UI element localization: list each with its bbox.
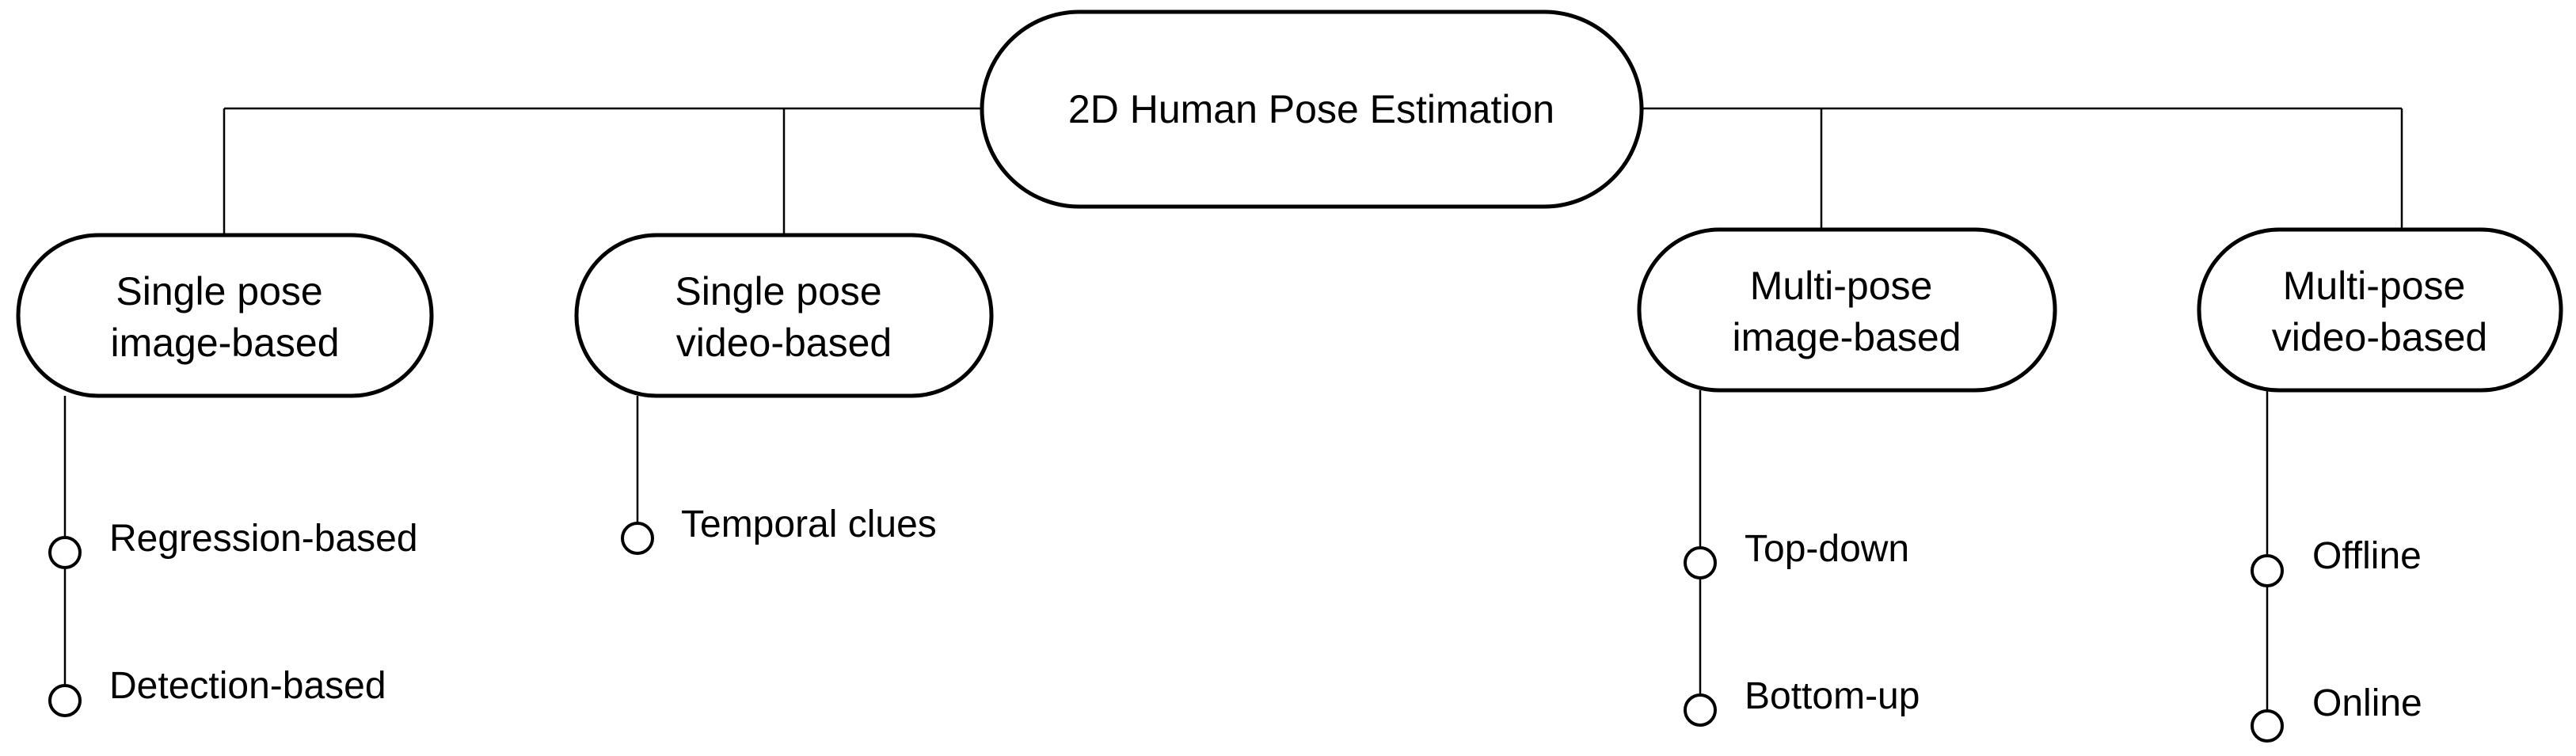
category-single-video-label: Single pose video-based: [675, 269, 892, 365]
leaf-bullet: [1684, 693, 1717, 727]
category-multi-video: Multi-pose video-based Offline Online: [2197, 227, 2563, 743]
category-single-image: Single pose image-based Regression-based…: [16, 233, 434, 717]
root-connectors: [223, 107, 2403, 235]
root-node: 2D Human Pose Estimation: [980, 9, 1644, 209]
category-single-video: Single pose video-based Temporal clues: [574, 233, 994, 555]
category-single-video-line-2: video-based: [676, 321, 892, 365]
leaf-bullet: [48, 536, 82, 569]
category-multi-image-line-1: Multi-pose: [1750, 264, 1933, 308]
category-single-video-line-1: Single pose: [675, 269, 881, 313]
root-node-label: 2D Human Pose Estimation: [1068, 87, 1554, 131]
leaf-temporal-clues: Temporal clues: [681, 503, 937, 545]
leaf-bullet: [48, 684, 82, 717]
category-single-image-shape: [16, 233, 434, 398]
category-multi-image: Multi-pose image-based Top-down Bottom-u…: [1637, 227, 2057, 727]
category-single-image-label: Single pose image-based: [110, 269, 339, 365]
leaf-bullet: [621, 522, 654, 555]
leaf-offline: Offline: [2312, 535, 2422, 577]
leaf-bullet: [2251, 554, 2284, 587]
category-multi-image-shape: [1637, 227, 2057, 393]
category-multi-video-shape: [2197, 227, 2563, 393]
leaf-bullet: [1684, 546, 1717, 579]
category-multi-video-label: Multi-pose video-based: [2272, 264, 2487, 359]
category-single-video-shape: [574, 233, 994, 398]
leaf-online: Online: [2312, 682, 2422, 724]
category-multi-image-label: Multi-pose image-based: [1732, 264, 1961, 359]
category-single-image-line-2: image-based: [110, 321, 339, 365]
category-multi-image-line-2: image-based: [1732, 315, 1961, 359]
category-multi-video-line-2: video-based: [2272, 315, 2487, 359]
leaf-bottom-up: Bottom-up: [1745, 675, 1920, 717]
leaf-regression-based: Regression-based: [109, 518, 418, 560]
leaf-top-down: Top-down: [1745, 528, 1909, 570]
leaf-bullet: [2251, 709, 2284, 743]
leaf-detection-based: Detection-based: [109, 665, 386, 707]
category-multi-video-line-1: Multi-pose: [2283, 264, 2466, 308]
category-single-image-line-1: Single pose: [116, 269, 322, 313]
root-node-shape: [980, 9, 1644, 209]
